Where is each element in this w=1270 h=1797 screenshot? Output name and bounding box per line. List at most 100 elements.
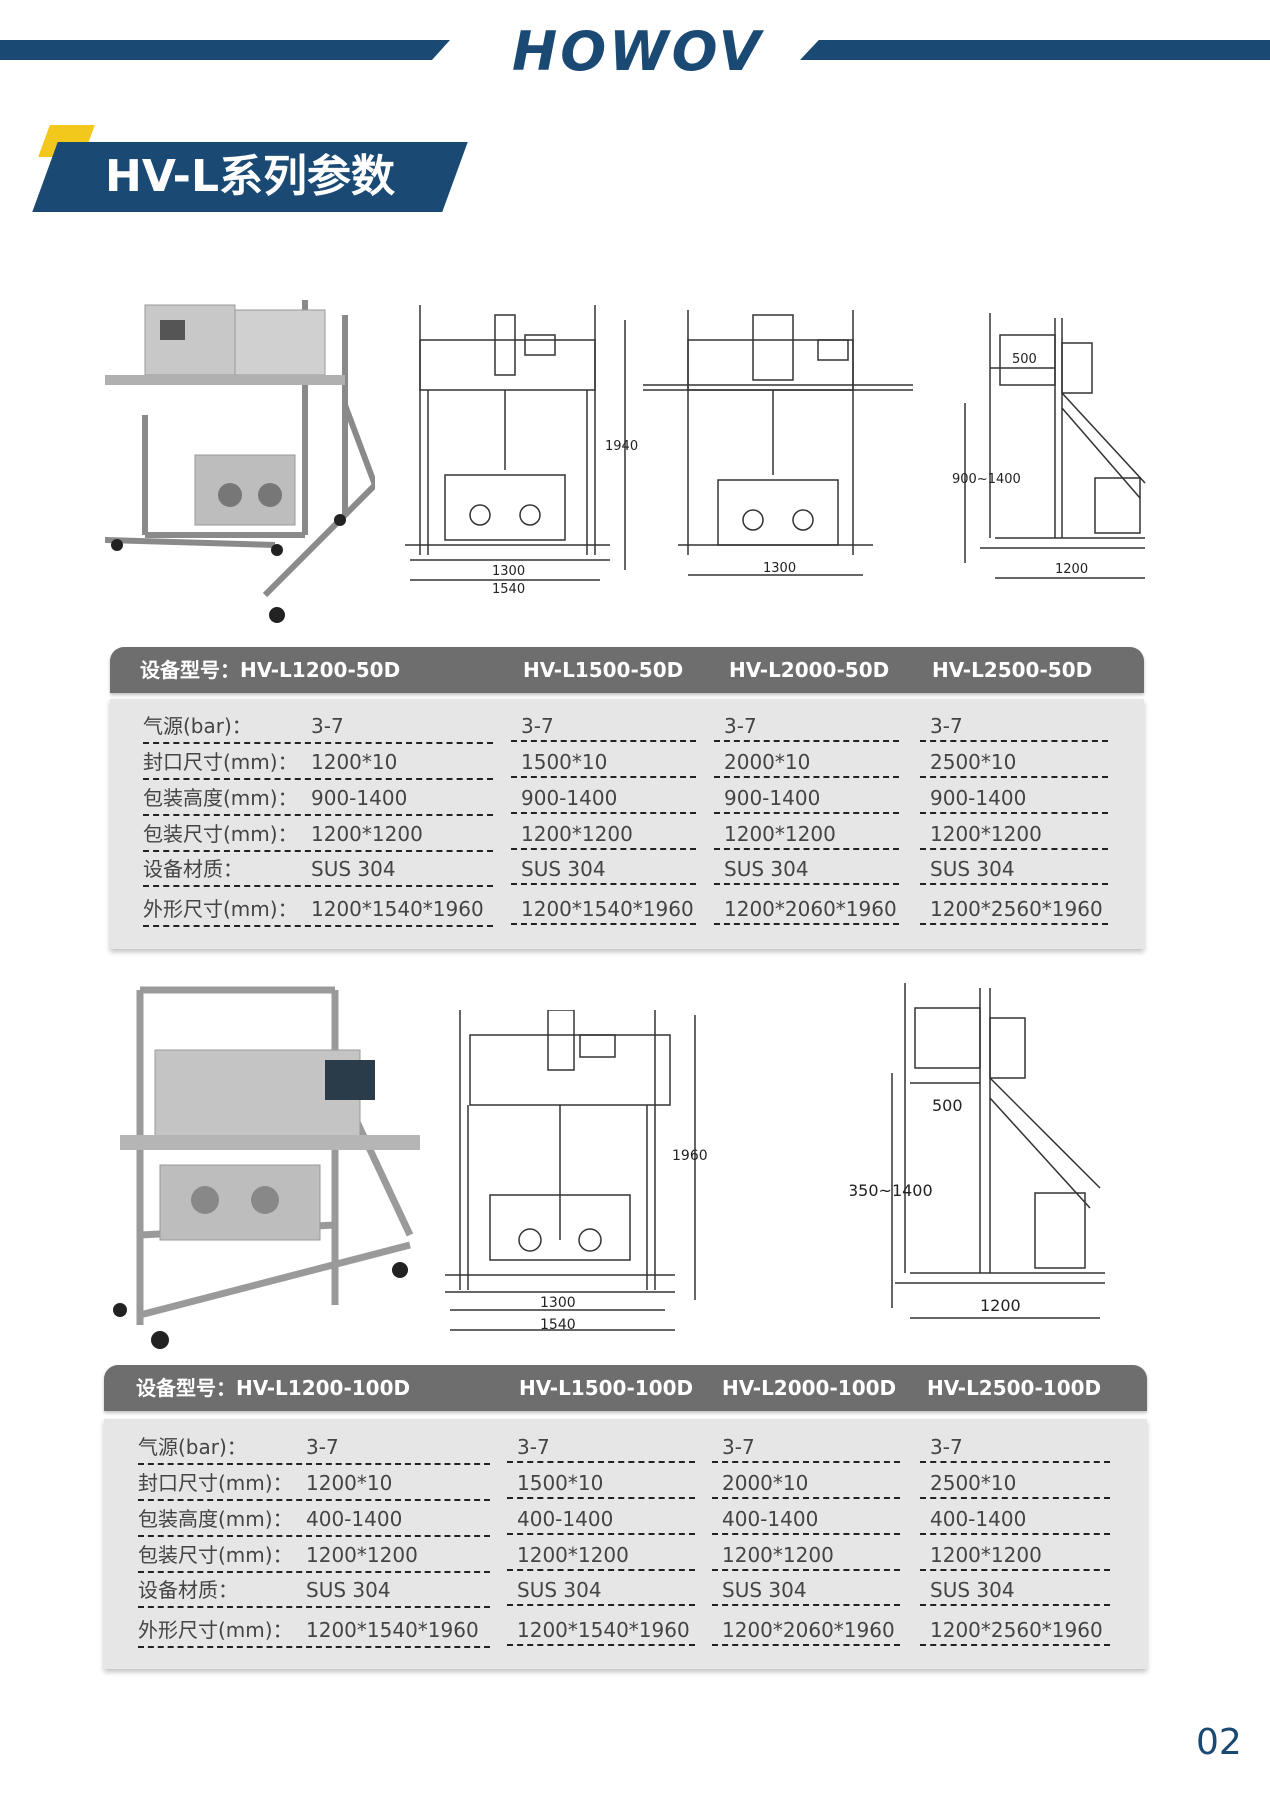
front-view-drawing-100d: 1960 1300 1540 xyxy=(445,1010,708,1333)
table2-model-2: HV-L1500-100D xyxy=(519,1376,694,1400)
table2-cell: 2000*10 xyxy=(712,1467,900,1499)
table2-body xyxy=(104,1419,1147,1669)
side-view-drawing-top: 500 900~1400 1200 xyxy=(952,313,1146,579)
table1-cell: 3-7 xyxy=(714,710,899,742)
width-dimension-2: 1300 xyxy=(763,561,796,576)
table1-cell: 1200*1540*1960 xyxy=(511,893,696,925)
table1-row-value: 1200*1540*1960 xyxy=(311,897,484,921)
table2-cell: 包装高度(mm)：400-1400 xyxy=(138,1503,490,1537)
header-bar-right xyxy=(800,40,1270,60)
table2-cell: 1500*10 xyxy=(507,1467,695,1499)
table1-row-label: 设备材质： xyxy=(143,857,243,881)
header-bar-left xyxy=(0,40,450,60)
table1-model-3: HV-L2000-50D xyxy=(729,658,890,682)
table2-row-value: SUS 304 xyxy=(306,1578,391,1602)
table1-cell: 3-7 xyxy=(511,710,696,742)
table1-model-1: 设备型号：HV-L1200-50D xyxy=(140,658,401,682)
range-dimension-100d: 350~1400 xyxy=(850,1181,933,1200)
brand-logo: HOWOV xyxy=(512,20,764,83)
table1-cell: 包装尺寸(mm)： 1200*1200 xyxy=(143,818,493,852)
front-view-drawing-2: 1300 xyxy=(643,310,913,576)
table2-row-label: 设备材质： xyxy=(138,1578,238,1602)
table1-model-2: HV-L1500-50D xyxy=(523,658,684,682)
table1-cell: 900-1400 xyxy=(511,782,696,814)
table2-cell: 1200*2060*1960 xyxy=(712,1614,900,1646)
table1-row-value: 1200*10 xyxy=(311,750,398,774)
range-dimension: 900~1400 xyxy=(952,472,1021,487)
base-dimension: 1200 xyxy=(1055,562,1088,577)
table2-row-value: 1200*10 xyxy=(306,1471,393,1495)
table1-row-label: 包装尺寸(mm)： xyxy=(143,822,298,846)
table1-cell: 1200*2560*1960 xyxy=(920,893,1108,925)
table2-model-1: 设备型号：HV-L1200-100D xyxy=(136,1376,411,1400)
depth-dimension-100d: 500 xyxy=(932,1096,963,1115)
table2-cell: 1200*1540*1960 xyxy=(507,1614,695,1646)
table1-row-label: 包装高度(mm)： xyxy=(143,786,298,810)
table1-cell: 气源(bar)： 3-7 xyxy=(143,710,493,744)
table1-cell: 900-1400 xyxy=(920,782,1108,814)
page-number: 02 xyxy=(1196,1722,1242,1763)
outer-width-dimension: 1540 xyxy=(492,582,525,595)
table2-cell: SUS 304 xyxy=(507,1574,695,1606)
table1-cell: SUS 304 xyxy=(714,853,899,885)
table2-row-label: 外形尺寸(mm)： xyxy=(138,1618,293,1642)
table2-row-label: 气源(bar)： xyxy=(138,1435,247,1459)
table1-cell: 1200*1200 xyxy=(511,818,696,850)
table1-row-label: 气源(bar)： xyxy=(143,714,252,738)
table2-cell: 包装尺寸(mm)： 1200*1200 xyxy=(138,1539,490,1573)
outer-width-dimension-100d: 1540 xyxy=(540,1317,576,1333)
table1-cell: 2000*10 xyxy=(714,746,899,778)
inner-width-dimension: 1300 xyxy=(492,564,525,579)
table2-cell: SUS 304 xyxy=(920,1574,1110,1606)
base-dimension-100d: 1200 xyxy=(980,1296,1021,1315)
table1-cell: 1200*2060*1960 xyxy=(714,893,899,925)
table1-row-value: 900-1400 xyxy=(311,786,408,810)
table2-cell: 400-1400 xyxy=(920,1503,1110,1535)
table1-cell: 设备材质： SUS 304 xyxy=(143,853,493,887)
table2-row-label: 封口尺寸(mm)： xyxy=(138,1471,293,1495)
table2-cell: 封口尺寸(mm)： 1200*10 xyxy=(138,1467,490,1501)
inner-width-dimension-100d: 1300 xyxy=(540,1295,576,1311)
table1-row-value: SUS 304 xyxy=(311,857,396,881)
table1-cell: 1200*1200 xyxy=(714,818,899,850)
table2-row-value: 400-1400 xyxy=(306,1507,403,1531)
product-photo-50d xyxy=(105,300,375,623)
table1-cell: 3-7 xyxy=(920,710,1108,742)
side-view-drawing-100d: 500 350~1400 1200 xyxy=(850,983,1105,1319)
table2-cell: 400-1400 xyxy=(507,1503,695,1535)
section-title: HV-L系列参数 xyxy=(105,151,395,202)
table1-cell: 外形尺寸(mm)：1200*1540*1960 xyxy=(143,893,493,927)
table1-cell: 1500*10 xyxy=(511,746,696,778)
table2-row-value: 3-7 xyxy=(306,1435,339,1459)
table2-row-label: 包装尺寸(mm)： xyxy=(138,1543,293,1567)
product-photo-100d xyxy=(113,986,420,1349)
table2-cell: 1200*1200 xyxy=(712,1539,900,1571)
table1-cell: 包装高度(mm)： 900-1400 xyxy=(143,782,493,816)
table1-row-value: 1200*1200 xyxy=(311,822,423,846)
table2-cell: 2500*10 xyxy=(920,1467,1110,1499)
table2-row-value: 1200*1200 xyxy=(306,1543,418,1567)
table2-cell: SUS 304 xyxy=(712,1574,900,1606)
table2-cell: 气源(bar)： 3-7 xyxy=(138,1431,490,1465)
height-dimension: 1940 xyxy=(605,439,638,454)
table2-model-4: HV-L2500-100D xyxy=(927,1376,1102,1400)
table2-model-3: HV-L2000-100D xyxy=(722,1376,897,1400)
table2-cell: 3-7 xyxy=(712,1431,900,1463)
table2-row-value: 1200*1540*1960 xyxy=(306,1618,479,1642)
table2-cell: 1200*1200 xyxy=(507,1539,695,1571)
table1-cell: SUS 304 xyxy=(511,853,696,885)
table2-cell: 400-1400 xyxy=(712,1503,900,1535)
table1-cell: SUS 304 xyxy=(920,853,1108,885)
table1-row-label: 封口尺寸(mm)： xyxy=(143,750,298,774)
front-view-drawing-1: 1940 1300 1540 xyxy=(405,305,638,595)
table2-cell: 1200*2560*1960 xyxy=(920,1614,1110,1646)
table1-model-4: HV-L2500-50D xyxy=(932,658,1093,682)
table1-cell: 2500*10 xyxy=(920,746,1108,778)
table1-cell: 900-1400 xyxy=(714,782,899,814)
height-dimension-100d: 1960 xyxy=(672,1148,708,1164)
table2-cell: 设备材质： SUS 304 xyxy=(138,1574,490,1608)
table1-header: 设备型号：HV-L1200-50D HV-L1500-50D HV-L2000-… xyxy=(110,647,1144,693)
table2-cell: 3-7 xyxy=(920,1431,1110,1463)
table1-row-value: 3-7 xyxy=(311,714,344,738)
table2-header: 设备型号：HV-L1200-100D HV-L1500-100D HV-L200… xyxy=(104,1365,1147,1411)
